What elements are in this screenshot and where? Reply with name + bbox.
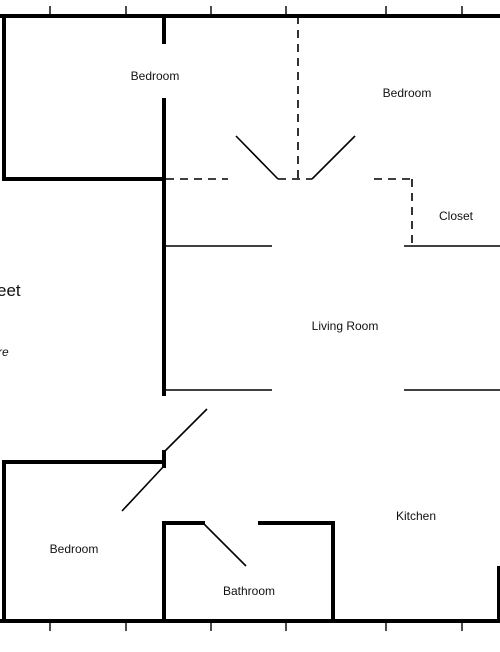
bottom-dimension-ticks: [49, 621, 463, 631]
label-living-room: Living Room: [312, 319, 379, 333]
door-swing-left: [235, 135, 279, 180]
label-bedroom-top-left: Bedroom: [131, 69, 180, 83]
label-footnote-partial: re: [0, 345, 9, 359]
door-swing-bedroom-bl-lower: [121, 465, 165, 512]
door-swing-bathroom: [202, 522, 247, 567]
label-bedroom-bottom-left: Bedroom: [50, 542, 99, 556]
label-square-feet-partial: eet: [0, 281, 21, 300]
label-bedroom-top-right: Bedroom: [383, 86, 432, 100]
label-bathroom: Bathroom: [223, 584, 275, 598]
door-swing-right: [311, 135, 356, 180]
top-dimension-ticks: [49, 6, 463, 16]
label-kitchen: Kitchen: [396, 509, 436, 523]
door-swing-bedroom-bl-upper: [163, 408, 208, 453]
label-closet: Closet: [439, 209, 474, 223]
